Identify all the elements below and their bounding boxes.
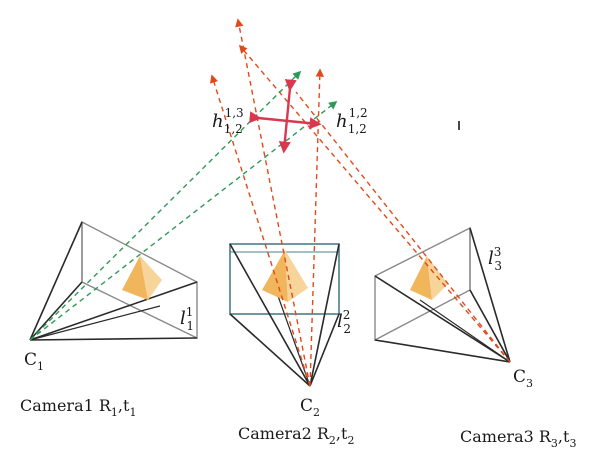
camera-caption-2: Camera2 R2,t2 — [238, 424, 354, 447]
camera-caption-3: Camera3 R3,t3 — [460, 427, 576, 450]
camera-caption-1: Camera1 R1,t1 — [20, 396, 136, 419]
camera3-frustum — [374, 226, 511, 363]
camera1-pyramid — [122, 256, 162, 300]
camera2-pyramid — [262, 250, 308, 302]
camera-center-2: C2 — [300, 396, 320, 419]
camera2-frustum — [229, 243, 340, 387]
homography-arrows — [249, 79, 322, 154]
camera-center-1: C1 — [24, 350, 44, 373]
camera-center-3: C3 — [513, 367, 533, 390]
camera3-pyramid — [410, 256, 448, 300]
camera1-frustum — [29, 220, 198, 341]
